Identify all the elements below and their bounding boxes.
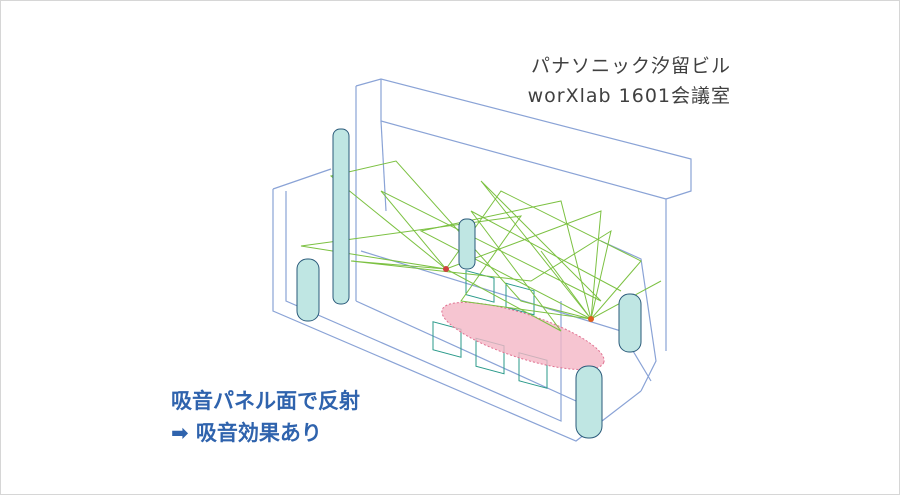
sound-source <box>443 266 449 272</box>
room-name-line2: worXlab 1601会議室 <box>527 85 731 107</box>
cylinder-icon <box>296 258 320 322</box>
annotation-line1: 吸音パネル面で反射 <box>171 389 360 413</box>
annotation-line2: ➡ 吸音効果あり <box>171 421 322 445</box>
cylinder-icons <box>296 128 642 439</box>
room-wireframe <box>272 78 692 442</box>
cylinder-icon <box>458 218 476 270</box>
sound-rays <box>300 160 662 332</box>
receiver-point <box>588 316 594 322</box>
cylinder-icon <box>332 128 350 305</box>
cylinder-icon <box>618 293 642 353</box>
room-name-line1: パナソニック汐留ビル <box>530 55 731 77</box>
absorption-panel-area <box>441 301 605 371</box>
cylinder-icon <box>575 365 603 439</box>
